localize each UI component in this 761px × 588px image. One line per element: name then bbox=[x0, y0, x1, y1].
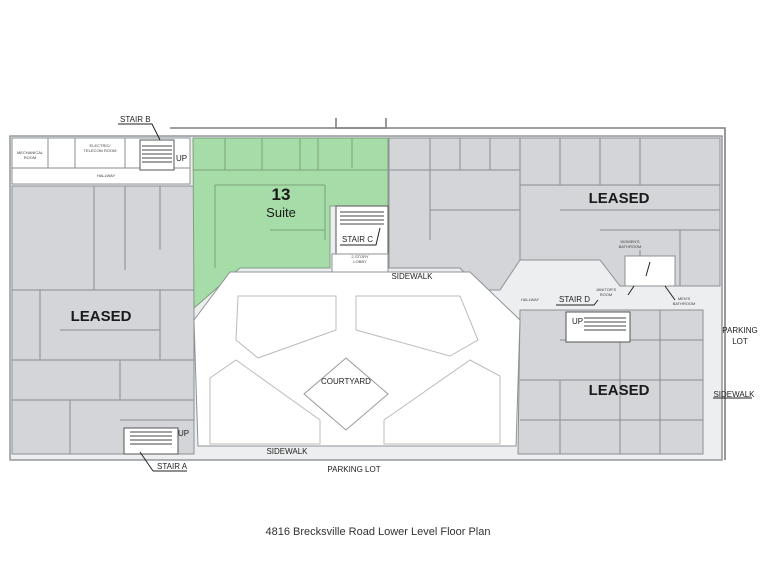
up-label-b: UP bbox=[176, 154, 187, 163]
hallway-right-label: HALLWAY bbox=[521, 297, 540, 302]
southeast-leased-area bbox=[517, 309, 704, 455]
northeast-leased-area bbox=[388, 137, 721, 291]
callout-lines bbox=[118, 123, 752, 472]
sidewalk-label-south: SIDEWALK bbox=[266, 447, 308, 456]
leased-label-northeast: LEASED bbox=[589, 190, 650, 207]
suite-word: Suite bbox=[266, 205, 296, 220]
west-leased-area bbox=[11, 185, 195, 455]
stair-c-label: STAIR C bbox=[342, 235, 373, 244]
courtyard-area bbox=[193, 271, 521, 447]
stair-b-label: STAIR B bbox=[120, 115, 151, 124]
mens-bathroom-line1: MEN'S bbox=[678, 296, 691, 301]
parking-lot-right-line1: PARKING bbox=[722, 326, 757, 335]
suite-number: 13 bbox=[272, 185, 291, 204]
telecom-room-line2: TELECOM ROOM bbox=[84, 148, 117, 153]
womens-bathroom-line1: WOMEN'S bbox=[620, 239, 640, 244]
mechanical-room-line2: ROOM bbox=[24, 155, 36, 160]
stair-d-label: STAIR D bbox=[559, 295, 590, 304]
leased-label-west: LEASED bbox=[71, 308, 132, 325]
janitor-room-line1: JANITOR'S bbox=[596, 287, 617, 292]
telecom-room-line1: ELECTRIC/ bbox=[90, 143, 112, 148]
plan-caption: 4816 Brecksville Road Lower Level Floor … bbox=[265, 526, 490, 538]
leased-label-southeast: LEASED bbox=[589, 382, 650, 399]
parking-lot-right-line2: LOT bbox=[732, 337, 748, 346]
lobby-line2: LOBBY bbox=[353, 259, 367, 264]
sidewalk-label-east: SIDEWALK bbox=[713, 390, 755, 399]
janitor-room-line2: ROOM bbox=[600, 292, 612, 297]
service-strip bbox=[11, 137, 191, 185]
up-label-d: UP bbox=[572, 317, 583, 326]
courtyard-label: COURTYARD bbox=[321, 377, 371, 386]
lobby-line1: 2-STORY bbox=[351, 254, 369, 259]
stair-a-label: STAIR A bbox=[157, 462, 188, 471]
hallway-top-label: HALLWAY bbox=[97, 173, 116, 178]
mens-bathroom-line2: BATHROOM bbox=[673, 301, 696, 306]
sidewalk-label-north: SIDEWALK bbox=[391, 272, 433, 281]
mechanical-room-line1: MECHANICAL bbox=[17, 150, 44, 155]
suite-13-area bbox=[192, 137, 389, 310]
womens-bathroom-line2: BATHROOM bbox=[619, 244, 642, 249]
parking-lot-bottom-label: PARKING LOT bbox=[327, 465, 380, 474]
up-label-a: UP bbox=[178, 429, 189, 438]
